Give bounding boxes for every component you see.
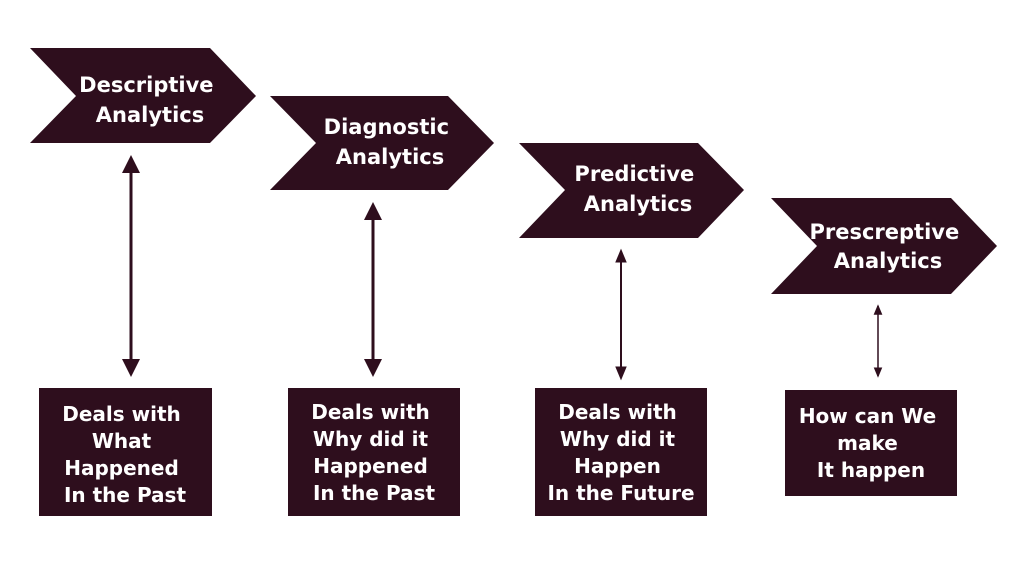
description-box-diagnostic [288, 388, 460, 516]
description-box-predictive [535, 388, 707, 516]
chevron-descriptive [30, 48, 256, 143]
description-line: In the Past [313, 481, 435, 505]
chevron-title-descriptive: Descriptive Analytics [79, 73, 221, 127]
description-line: Deals with [62, 402, 181, 426]
description-line: Why did it [313, 427, 429, 451]
description-line: Deals with [311, 400, 430, 424]
chevron-title-predictive: Predictive Analytics [574, 162, 701, 216]
chevron-title-line1: Diagnostic [324, 115, 449, 139]
description-line: Happened [313, 454, 428, 478]
description-text-diagnostic: Deals with Why did it Happened In the Pa… [311, 400, 436, 505]
description-line: Happen [574, 454, 661, 478]
description-line: In the Future [547, 481, 694, 505]
description-box-descriptive [39, 388, 212, 516]
chevron-diagnostic [270, 96, 494, 190]
stage-diagnostic: Diagnostic Analytics Deals with Why did … [270, 96, 494, 516]
chevron-title-line1: Prescreptive [809, 220, 959, 244]
description-line: Happened [64, 456, 179, 480]
stage-prescriptive: Prescreptive Analytics How can We make I… [771, 198, 997, 496]
description-line: make [837, 431, 898, 455]
description-line: Deals with [558, 400, 677, 424]
chevron-title-line2: Analytics [96, 103, 204, 127]
description-line: What [92, 429, 152, 453]
chevron-predictive [519, 143, 744, 238]
stage-predictive: Predictive Analytics Deals with Why did … [519, 143, 744, 516]
description-line: How can We [799, 404, 936, 428]
description-text-predictive: Deals with Why did it Happen In the Futu… [547, 400, 694, 505]
stage-descriptive: Descriptive Analytics Deals with What Ha… [30, 48, 256, 516]
chevron-title-line2: Analytics [834, 249, 942, 273]
chevron-title-line1: Descriptive [79, 73, 213, 97]
chevron-prescriptive [771, 198, 997, 294]
description-box-prescriptive [785, 390, 957, 496]
chevron-title-diagnostic: Diagnostic Analytics [324, 115, 457, 169]
chevron-title-line1: Predictive [574, 162, 694, 186]
description-line: Why did it [560, 427, 676, 451]
chevron-title-line2: Analytics [584, 192, 692, 216]
description-line: It happen [817, 458, 925, 482]
description-text-descriptive: Deals with What Happened In the Past [62, 402, 187, 507]
chevron-title-prescriptive: Prescreptive Analytics [809, 220, 966, 273]
description-text-prescriptive: How can We make It happen [799, 404, 943, 482]
description-line: In the Past [64, 483, 186, 507]
chevron-title-line2: Analytics [336, 145, 444, 169]
